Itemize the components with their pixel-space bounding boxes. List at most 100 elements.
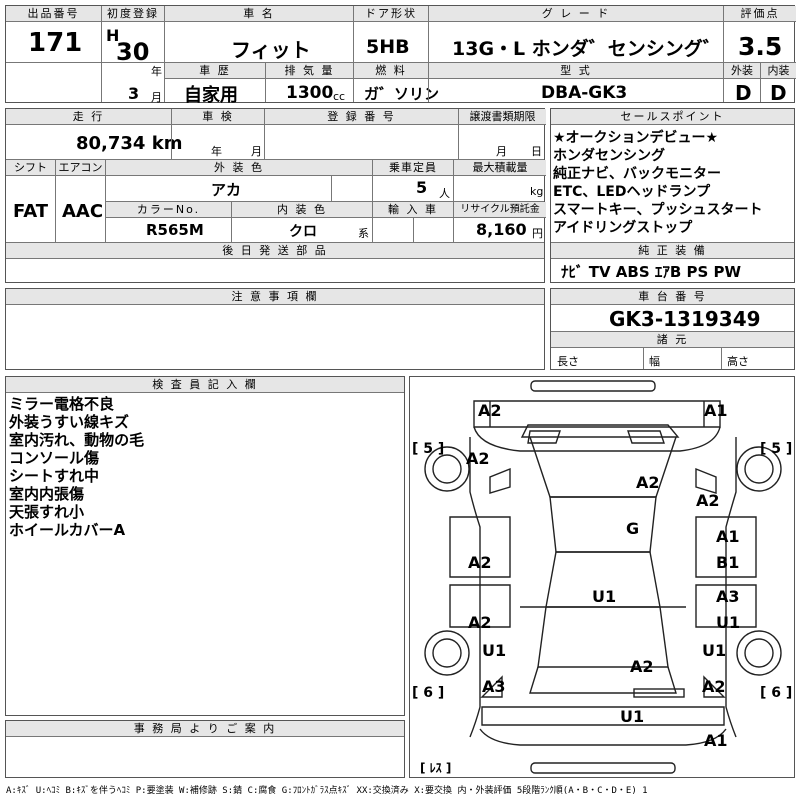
inspector-label: 検 査 員 記 入 欄 [6, 377, 404, 393]
displacement-label: 排 気 量 [266, 63, 353, 79]
car-diagram: A2 A1 A2 A2 A2 G A1 A2 B1 U1 A3 A2 U1 U1… [409, 376, 795, 778]
ext-label: 外装 [724, 63, 760, 79]
width-label: 幅 [649, 355, 660, 368]
reg-number-label: 登 録 番 号 [265, 109, 458, 125]
transfer-label: 譲渡書類期限 [459, 109, 546, 125]
office-label: 事 務 局 よ り ご 案 内 [6, 721, 404, 737]
damage-mark: A3 [482, 677, 506, 696]
damage-mark: A2 [468, 613, 492, 632]
panel-tag: [ ﾚｽ ] [420, 761, 452, 775]
inspector-note: 室内汚れ、動物の毛 [9, 431, 145, 449]
chassis-panel: 車 台 番 号 GK3-1319349 諸 元 長さ 幅 高さ [550, 288, 795, 370]
car-outline-diagram [424, 380, 782, 774]
ext-grade: D [735, 81, 752, 105]
notes-label: 注 意 事 項 欄 [6, 289, 544, 305]
shift-label: シフト [6, 160, 55, 176]
history: 自家用 [184, 85, 238, 106]
chassis-number: GK3-1319349 [609, 307, 761, 331]
damage-mark: A2 [702, 677, 726, 696]
recycle-label: リサイクル預託金 [454, 202, 546, 218]
sales-line: アイドリングストップ [553, 220, 693, 236]
chassis-label: 車 台 番 号 [551, 289, 794, 305]
inspector-note: コンソール傷 [9, 449, 100, 467]
reg-month: 3 [128, 84, 140, 103]
recycle-fee: 8,160 [476, 220, 527, 239]
inspector-note: ミラー電格不良 [9, 395, 115, 413]
inspection-label: 車 検 [172, 109, 264, 125]
car-name: フィット [231, 38, 311, 62]
spec-panel: 走 行 80,734 km 車 検 年 月 登 録 番 号 譲渡書類期限 月 日… [5, 108, 546, 283]
sales-panel: セールスポイント ★オークションデビュー★ ホンダセンシング 純正ナビ、バックモ… [550, 108, 795, 283]
ac-label: エアコン [56, 160, 105, 176]
damage-mark: A2 [478, 401, 502, 420]
ac: AAC [62, 201, 104, 222]
damage-mark: A2 [466, 449, 490, 468]
inspector-panel: 検 査 員 記 入 欄 ミラー電格不良 外装うすい線キズ 室内汚れ、動物の毛 コ… [5, 376, 405, 716]
equipment: ﾅﾋﾞ TV ABS ｴｱB PS PW [561, 263, 742, 281]
inspector-note: ホイールカバーA [9, 521, 126, 539]
shift: FAT [13, 201, 49, 222]
sales-line: 純正ナビ、バックモニター [553, 166, 721, 182]
office-panel: 事 務 局 よ り ご 案 内 [5, 720, 405, 778]
grade: 13G・L ホンダ゛センシング゛ [452, 38, 722, 60]
length-label: 長さ [557, 355, 579, 368]
damage-mark: B1 [716, 553, 740, 572]
sales-line: ★オークションデビュー★ [553, 130, 719, 146]
capacity: 5 [416, 178, 428, 197]
panel-tag: [ 6 ] [760, 685, 793, 701]
damage-mark: A2 [696, 491, 720, 510]
lot-label: 出品番号 [6, 6, 101, 22]
displacement: 1300 [286, 83, 334, 103]
panel-tag: [ 5 ] [412, 441, 445, 457]
damage-mark: A2 [630, 657, 654, 676]
model-label: 型 式 [429, 63, 723, 79]
panel-tag: [ 5 ] [760, 441, 793, 457]
damage-mark: U1 [482, 641, 507, 660]
color-label: 外 装 色 [106, 160, 372, 176]
damage-mark: A3 [716, 587, 740, 606]
dims-label: 諸 元 [551, 332, 794, 348]
reg-year: 30 [116, 38, 150, 66]
damage-mark: A2 [636, 473, 660, 492]
sales-line: ETC、LEDヘッドランプ [553, 184, 711, 200]
height-label: 高さ [727, 355, 749, 368]
damage-mark: U1 [716, 613, 741, 632]
score: 3.5 [738, 32, 783, 61]
load-label: 最大積載量 [454, 160, 546, 176]
era: H [106, 26, 120, 45]
equipment-label: 純 正 装 備 [551, 243, 794, 259]
inspector-note: 天張すれ小 [9, 503, 85, 521]
interior-color: クロ [289, 224, 317, 240]
sales-line: ホンダセンシング [553, 148, 665, 164]
damage-mark: A1 [704, 731, 728, 750]
sales-line: スマートキー、プッシュスタート [553, 202, 763, 218]
int-label: 内装 [761, 63, 796, 79]
sales-label: セールスポイント [551, 109, 794, 125]
mileage: 80,734 km [76, 133, 183, 154]
inspector-note: 外装うすい線キズ [9, 413, 130, 431]
import-label: 輸 入 車 [373, 202, 453, 218]
damage-mark: A1 [704, 401, 728, 420]
fuel-label: 燃 料 [354, 63, 428, 79]
name-label: 車 名 [165, 6, 353, 22]
color-no: R565M [146, 221, 204, 239]
inspector-note: シートすれ中 [9, 467, 100, 485]
legend: A:ｷｽﾞ U:ﾍｺﾐ B:ｷｽﾞを伴うﾍｺﾐ P:要塗装 W:補修跡 S:錆 … [6, 786, 648, 796]
damage-mark: A1 [716, 527, 740, 546]
color: アカ [211, 181, 242, 199]
notes-panel: 注 意 事 項 欄 [5, 288, 545, 370]
later-parts-label: 後 日 発 送 部 品 [6, 243, 544, 259]
score-label: 評価点 [724, 6, 796, 22]
grade-label: グ レ ー ド [429, 6, 723, 22]
damage-mark: G [626, 519, 640, 538]
mileage-label: 走 行 [6, 109, 171, 125]
int-grade: D [770, 81, 787, 105]
interior-label: 内 装 色 [232, 202, 372, 218]
door-label: ドア形状 [354, 6, 428, 22]
history-label: 車 歴 [165, 63, 265, 79]
color-no-label: カラーNo. [106, 202, 231, 218]
capacity-label: 乗車定員 [373, 160, 453, 176]
header-panel: 出品番号 171 初度登録 H 30 年 3 月 車 名 フィット ドア形状 5… [5, 5, 796, 106]
first-reg-label: 初度登録 [102, 6, 164, 22]
inspector-note: 室内内張傷 [9, 485, 85, 503]
